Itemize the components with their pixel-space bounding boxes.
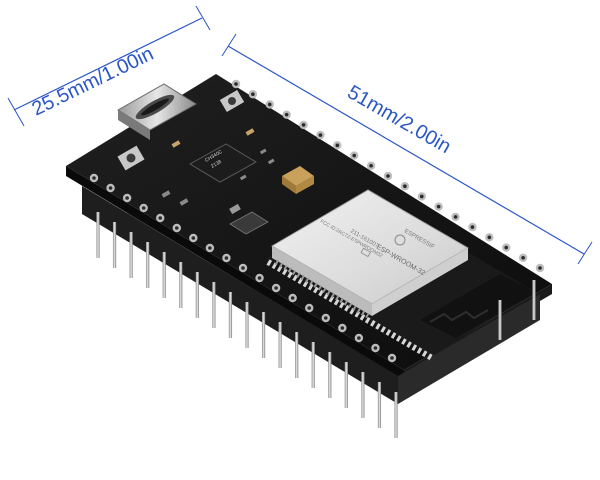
esp-wroom-module: ESPRESSIF ESP-WROOM-32 211-161007 FCC ID… — [266, 189, 536, 361]
header-pin — [195, 272, 199, 318]
solder-pad — [485, 233, 494, 242]
solder-pad — [222, 253, 231, 263]
solder-pad — [333, 141, 342, 150]
right-pin-row — [498, 280, 536, 340]
header-pin — [162, 252, 166, 298]
solder-pad — [434, 202, 443, 211]
solder-pad — [172, 223, 181, 233]
usb-c-connector — [117, 83, 197, 140]
boot-button — [219, 89, 245, 113]
solder-pad — [350, 151, 359, 160]
solder-pad — [354, 333, 364, 343]
capacitor — [282, 166, 314, 194]
solder-pad — [535, 263, 545, 273]
header-pin — [212, 282, 216, 328]
solder-pad — [248, 90, 258, 99]
header-pin — [394, 392, 398, 438]
solder-pad — [400, 182, 410, 191]
header-pin — [261, 312, 266, 358]
front-header — [82, 186, 398, 404]
solder-pad — [282, 110, 291, 119]
solder-pad — [383, 171, 393, 181]
solder-pad — [299, 120, 308, 130]
front-pad-row — [89, 173, 397, 363]
usb-chip-code: 2138 — [210, 159, 223, 170]
header-pin — [377, 382, 382, 428]
solder-pad — [106, 183, 115, 193]
header-pin — [228, 292, 233, 338]
smd-components — [161, 128, 275, 215]
solder-pad — [288, 293, 297, 303]
header-pin — [311, 342, 315, 388]
solder-pad — [122, 193, 132, 203]
solder-pad — [451, 212, 460, 222]
solder-pad — [321, 313, 330, 323]
back-pad-row — [231, 79, 545, 273]
solder-pad — [316, 130, 325, 140]
solder-pad — [238, 263, 248, 273]
solder-pad — [371, 343, 380, 353]
solder-pad — [89, 173, 99, 183]
header-pin — [146, 242, 150, 288]
header-pin — [361, 372, 365, 418]
header-pin — [532, 280, 536, 320]
header-pin — [328, 352, 332, 398]
regulator — [229, 211, 269, 235]
solder-pad — [231, 79, 241, 89]
solder-pad — [271, 283, 281, 293]
front-pin-row — [96, 212, 398, 438]
solder-pad — [156, 213, 165, 223]
board-edge-front — [66, 166, 404, 380]
header-pin — [179, 262, 183, 308]
solder-pad — [205, 243, 215, 253]
solder-pad — [387, 353, 397, 363]
solder-pad — [139, 203, 148, 213]
solder-pad — [338, 323, 347, 333]
solder-pad — [518, 253, 528, 262]
header-pin — [344, 362, 348, 408]
header-pin — [278, 322, 282, 368]
right-header — [398, 294, 540, 404]
solder-pad — [255, 273, 264, 283]
solder-pad — [366, 161, 376, 170]
header-pin — [295, 332, 299, 378]
solder-pad — [265, 100, 274, 109]
solder-pad — [468, 222, 477, 232]
header-pin — [245, 302, 249, 348]
solder-pad — [189, 233, 198, 243]
solder-pad — [502, 243, 511, 252]
header-pin — [112, 222, 117, 268]
solder-pad — [417, 192, 426, 201]
solder-pad — [305, 303, 314, 313]
reset-button — [117, 145, 145, 171]
header-pin — [96, 212, 100, 258]
header-pin — [498, 300, 502, 340]
header-pin — [129, 232, 133, 278]
